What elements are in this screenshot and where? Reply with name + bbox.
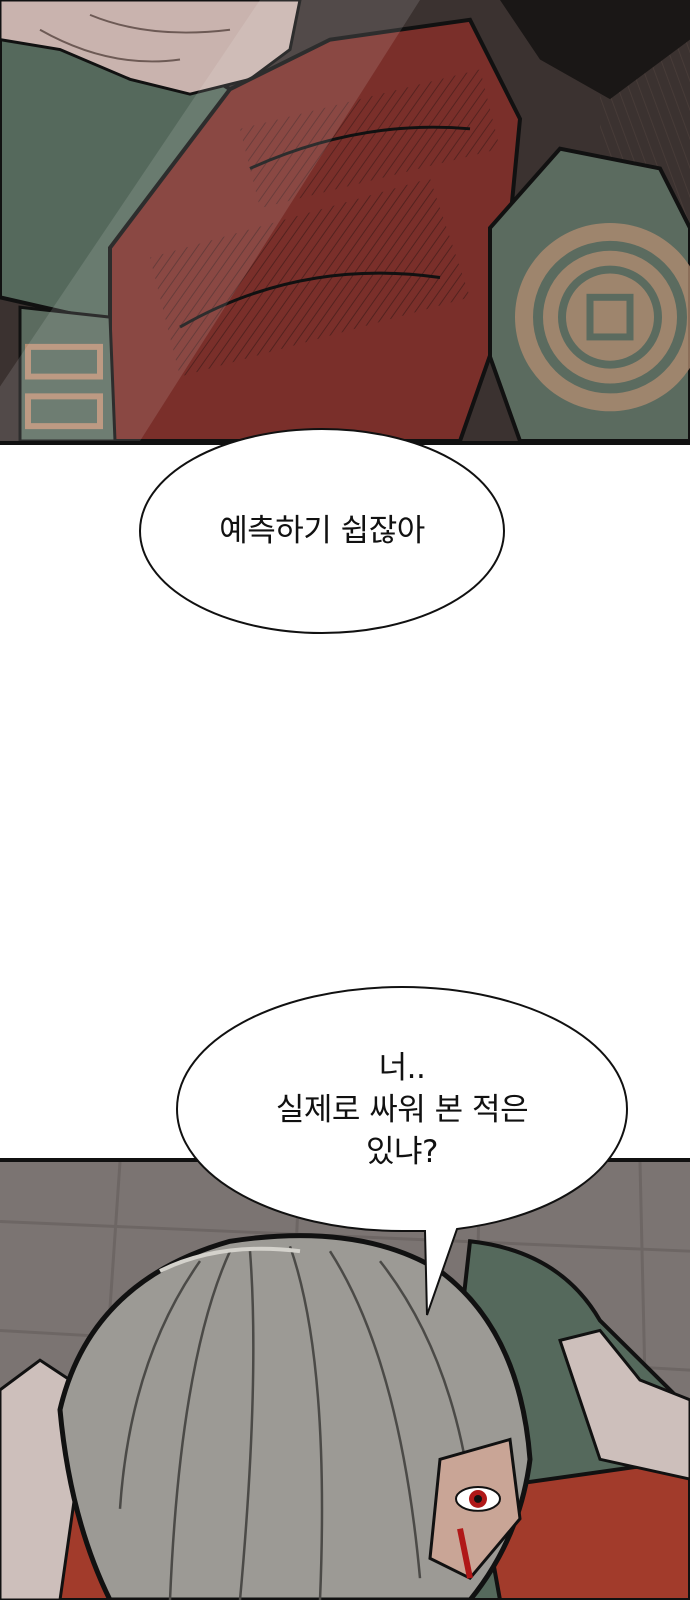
speech-bubble-1-shape xyxy=(139,428,505,634)
speech-bubble-1: 예측하기 쉽잖아 xyxy=(138,427,506,635)
speech-line: 실제로 싸워 본 적은 xyxy=(275,1092,529,1128)
speech-bubble-2-text: 너.. 실제로 싸워 본 적은 있냐? xyxy=(175,985,629,1235)
speech-line: 있냐? xyxy=(366,1134,439,1170)
top-panel-art xyxy=(0,0,690,441)
speech-line: 너.. xyxy=(378,1050,426,1086)
speech-line: 예측하기 쉽잖아 xyxy=(219,513,425,549)
top-panel-illustration xyxy=(0,0,690,445)
speech-bubble-1-text: 예측하기 쉽잖아 xyxy=(138,427,506,635)
speech-bubble-2-shape xyxy=(175,985,629,1316)
bottom-panel-illustration xyxy=(0,1158,690,1600)
speech-bubble-2: 너.. 실제로 싸워 본 적은 있냐? xyxy=(175,985,629,1316)
bottom-panel-art xyxy=(0,1162,690,1600)
